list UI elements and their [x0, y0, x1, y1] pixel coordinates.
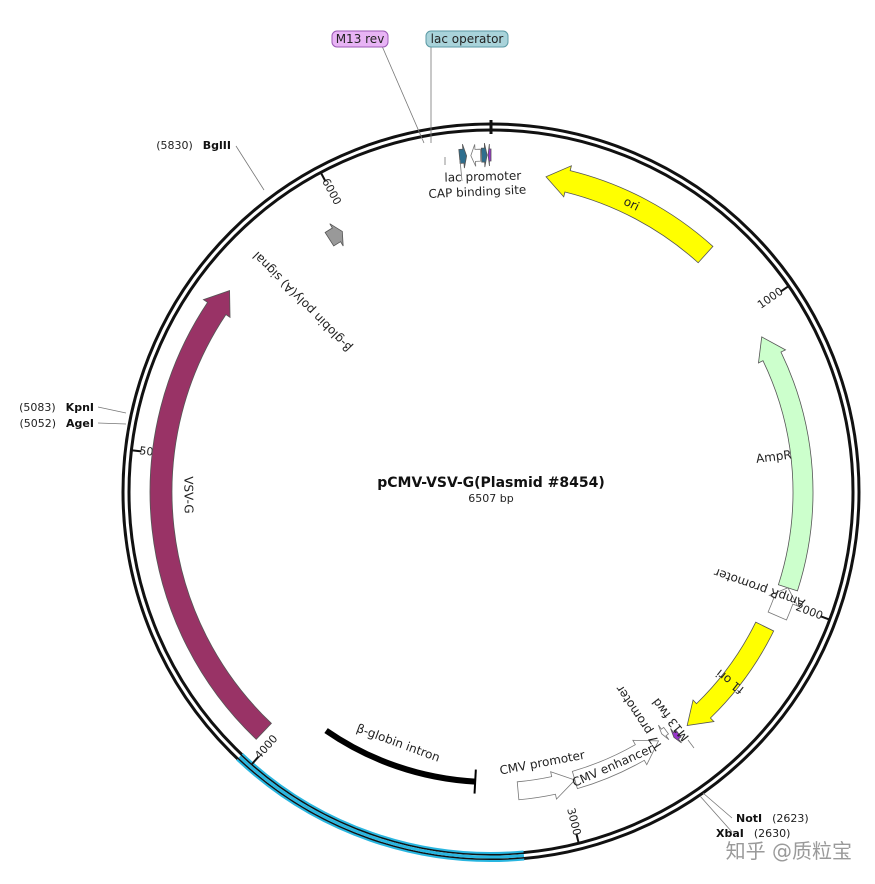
tick-line-1000 — [779, 285, 790, 293]
feature-t7-promoter — [658, 724, 670, 741]
site-xbai-name: XbaI — [716, 827, 744, 840]
site-xbai-position: (2630) — [754, 827, 791, 840]
label-vsv-g: VSV-G — [181, 476, 195, 514]
site-agei: (5052) AgeI — [19, 414, 94, 431]
site-noti-position: (2623) — [772, 812, 809, 825]
leader-m13fwd — [687, 739, 695, 749]
site-kpni-name: KpnI — [66, 401, 94, 414]
label-lac-promoter: lac promoter — [444, 169, 521, 185]
feature-m13-rev — [487, 143, 492, 167]
plasmid-title: pCMV-VSV-G(Plasmid #8454) — [377, 475, 605, 491]
label-cap-binding-site: CAP binding site — [428, 183, 526, 201]
tick-line-5000 — [131, 449, 142, 453]
site-agei-name: AgeI — [66, 417, 94, 430]
site-bglii-position: (5830) — [156, 139, 193, 152]
feature-beta-globin-intron-end-cap — [473, 769, 477, 794]
feature-beta-globin-intron — [324, 728, 476, 785]
outer-arc-band-2 — [236, 758, 525, 862]
restriction-sites: (5830) BglII (5083) KpnI (5052) AgeI Not… — [19, 136, 809, 841]
leader-noti — [702, 792, 733, 819]
tick-marks: 100020003000400050006000 — [131, 172, 831, 844]
site-noti: NotI (2623) — [736, 809, 809, 826]
outer-highlight-arc — [236, 753, 525, 862]
tick-label-6000: 6000 — [319, 176, 344, 207]
feature-ampr-promoter — [767, 587, 799, 621]
feature-f1-ori — [686, 621, 775, 727]
tick-line-6000 — [319, 172, 327, 182]
leader-m13rev — [381, 45, 425, 144]
tick-label-3000: 3000 — [564, 807, 583, 837]
feature-m13-fwd — [670, 728, 682, 744]
tag-lac-operator: lac operator — [425, 30, 509, 48]
feature-cmv-enhancer — [571, 739, 660, 790]
leader-lines — [97, 45, 733, 833]
leader-kpni — [97, 406, 127, 414]
site-kpni: (5083) KpnI — [19, 398, 94, 415]
feature-cap-binding-site — [458, 144, 468, 169]
feature-ori — [545, 165, 714, 264]
feature-arcs — [149, 142, 814, 801]
feature-cmv-promoter — [516, 771, 576, 801]
leader-xbai — [699, 795, 733, 833]
label-beta-globin-polya: β-globin poly(A) signal — [250, 249, 355, 355]
feature-beta-globin-polya — [324, 223, 344, 247]
site-kpni-position: (5083) — [19, 401, 56, 414]
site-agei-position: (5052) — [19, 417, 56, 430]
label-ampr: AmpR — [755, 448, 792, 466]
tag-m13-rev: M13 rev — [331, 30, 389, 48]
plasmid-size: 6507 bp — [468, 492, 513, 505]
outer-arc-band-0 — [241, 753, 524, 854]
label-ori: ori — [621, 194, 641, 213]
tag-m13-rev-label: M13 rev — [336, 32, 385, 46]
tick-line-2000 — [820, 615, 831, 621]
tick-line-4000 — [251, 755, 260, 765]
label-beta-globin-intron: β-globin intron — [355, 721, 442, 765]
outer-arc-band-1 — [238, 755, 525, 859]
leader-cap — [459, 159, 463, 182]
leader-bglii — [235, 145, 265, 191]
feature-lac-promoter — [470, 144, 482, 167]
tag-m13-rev-box — [331, 30, 389, 48]
tick-label-1000: 1000 — [755, 285, 785, 312]
feature-ampr — [757, 336, 814, 592]
tick-line-3000 — [575, 833, 580, 844]
site-bglii-name: BglII — [203, 139, 231, 152]
site-bglii: (5830) BglII — [156, 136, 231, 153]
tag-lac-operator-box — [425, 30, 509, 48]
site-noti-name: NotI — [736, 812, 762, 825]
feature-lac-operator — [480, 142, 488, 168]
tag-lac-operator-label: lac operator — [431, 32, 504, 46]
feature-vsv-g — [149, 290, 272, 740]
leader-agei — [97, 422, 127, 425]
site-xbai: XbaI (2630) — [716, 824, 790, 841]
watermark: 知乎 @质粒宝 — [726, 839, 852, 863]
